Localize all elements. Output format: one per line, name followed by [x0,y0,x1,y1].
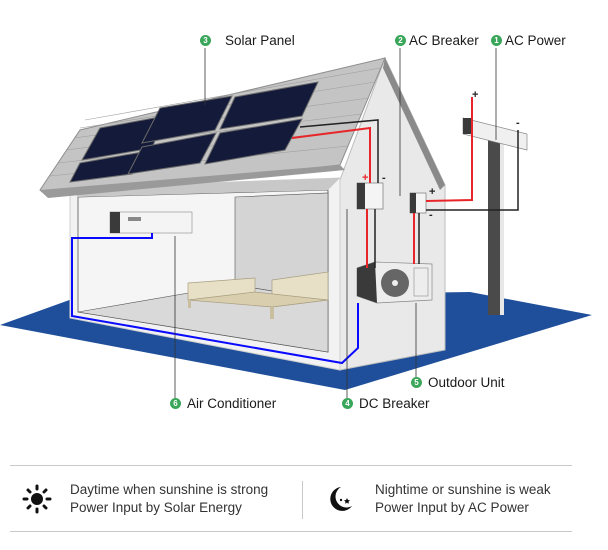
callout-ac-power: 1 AC Power [491,33,566,48]
dc-negative-wire [299,119,379,183]
callout-label: AC Power [505,33,566,48]
callout-air-conditioner: 6 Air Conditioner [170,396,276,411]
legend-day: Daytime when sunshine is strong Power In… [22,481,268,517]
callout-label: DC Breaker [359,396,430,411]
minus-mark-dc: - [382,172,386,184]
house-gable-shade [383,58,445,190]
plus-mark-pole: + [472,89,478,101]
callout-dc-breker: 4 DC Breaker [342,396,430,411]
legend-night: Nightime or sunshine is weak Power Input… [325,481,551,517]
moon-icon [330,487,352,511]
ac-negative-wire [426,130,519,211]
callout-number-badge: 6 [170,398,181,409]
sun-icon [22,484,52,514]
sofa [187,271,329,319]
plus-mark-dc: + [362,172,368,184]
legend-day-line1: Daytime when sunshine is strong [70,482,269,497]
callout-outdoor-unit: 5 Outdoor Unit [411,375,505,390]
legend-night-line2: Power Input by AC Power [375,500,529,515]
outdoor-unit [356,261,433,304]
callout-label: AC Breaker [409,33,479,48]
callout-number-badge: 1 [491,35,502,46]
callout-number-badge: 4 [342,398,353,409]
dc-positive-wire [291,126,371,183]
legend-separator [302,481,303,519]
legend-night-line1: Nightime or sunshine is weak [375,482,551,497]
plus-mark-ac: + [429,186,435,198]
refrigerant-line [71,233,359,365]
room-ceiling [70,178,340,197]
solar-ac-diagram: + - + - + - [0,48,592,398]
legend-top-divider [10,465,572,466]
callout-number-badge: 5 [411,377,422,388]
callout-label: Air Conditioner [187,396,277,411]
callout-number-badge: 3 [200,35,211,46]
utility-pole [462,117,528,315]
ac-breaker-box [409,192,427,214]
callout-solar-panel: 3 Solar Panel [200,33,295,48]
minus-mark-ac: - [429,209,433,221]
minus-mark-pole: - [516,117,520,129]
legend-day-line2: Power Input by Solar Energy [70,500,242,515]
indoor-ac-unit [109,211,193,234]
callout-label: Outdoor Unit [428,375,505,390]
dc-breaker-box [356,182,384,210]
legend-bottom-divider [10,531,572,532]
callout-number-badge: 2 [395,35,406,46]
ac-positive-wire [425,97,473,202]
solar-panels [69,81,319,183]
callout-label: Solar Panel [225,33,295,48]
callout-ac-breaker: 2 AC Breaker [395,33,479,48]
